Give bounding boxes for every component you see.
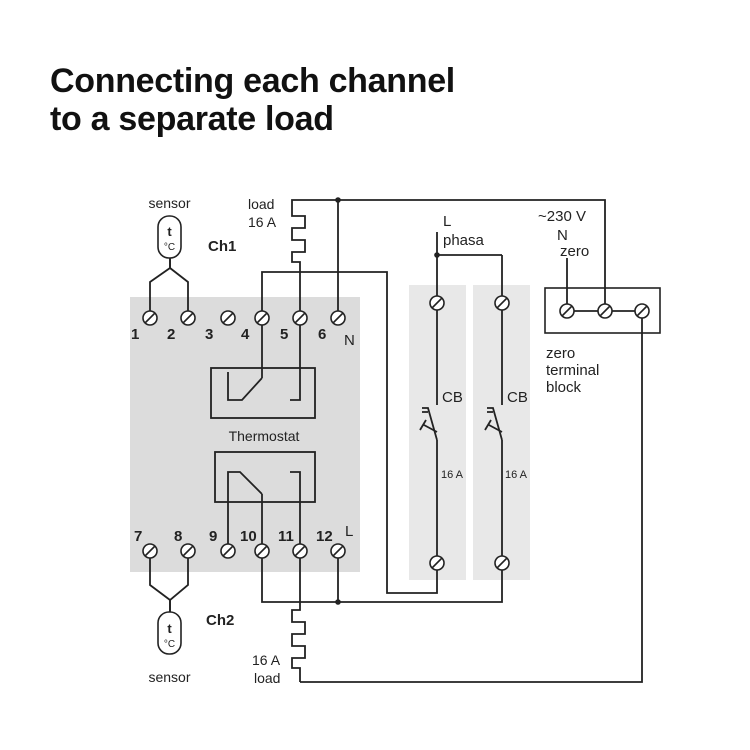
- terminal-label-7: 7: [134, 528, 142, 545]
- zero-block-label-line-2: terminal: [546, 362, 599, 379]
- relay-ch1-box: [210, 367, 316, 419]
- terminal-7: [142, 543, 158, 559]
- ch2-phase-wire: [261, 551, 503, 603]
- load-top-label: load: [248, 196, 274, 212]
- terminal-label-2: 2: [167, 326, 175, 343]
- terminal-2: [180, 310, 196, 326]
- relay-ch2-box: [214, 451, 316, 503]
- breaker-2-switch: [487, 407, 503, 441]
- terminal-label-9: 9: [209, 528, 217, 545]
- phase-letter: L: [443, 213, 451, 230]
- terminal-label-l: L: [345, 523, 353, 540]
- terminal-label-11: 11: [278, 528, 294, 545]
- terminal-8: [180, 543, 196, 559]
- terminal-label-10: 10: [240, 528, 257, 545]
- sensor-top-wire-right: [169, 258, 189, 318]
- phase-name: phasa: [443, 232, 485, 249]
- thermostat-label: Thermostat: [229, 428, 300, 444]
- relay-ch1-contact: [227, 372, 263, 401]
- supply-voltage: ~230 V: [538, 208, 586, 225]
- breaker-1-switch: [422, 407, 438, 441]
- terminal-label-8: 8: [174, 528, 182, 545]
- terminal-5: [292, 310, 308, 326]
- terminal-label-n: N: [344, 332, 355, 349]
- terminal-label-4: 4: [241, 326, 250, 343]
- load-top-coil: [291, 199, 306, 318]
- zero-block-terminal-1: [559, 303, 575, 319]
- load-top-rating: 16 A: [248, 214, 277, 230]
- terminal-12: [330, 543, 346, 559]
- terminal-6: [330, 310, 346, 326]
- relay-ch1-lead-5: [290, 318, 301, 401]
- sensor-bottom-label: sensor: [148, 669, 190, 685]
- breaker-2-top-terminal: [494, 295, 510, 311]
- title-line-1: Connecting each channel: [50, 62, 455, 100]
- junction-dot: [434, 252, 440, 258]
- breaker-1-top-terminal: [429, 295, 445, 311]
- junction-dot: [335, 599, 341, 605]
- load-bottom-coil: [291, 551, 306, 682]
- title-line-2: to a separate load: [50, 100, 334, 138]
- terminal-9: [220, 543, 236, 559]
- page-title: Connecting each channel to a separate lo…: [50, 62, 455, 138]
- channel-1-label: Ch1: [208, 238, 236, 255]
- breaker-1-bottom-terminal: [429, 555, 445, 571]
- terminal-label-6: 6: [318, 326, 326, 343]
- terminal-11: [292, 543, 308, 559]
- sensor-bottom-t: t: [167, 621, 172, 636]
- load-bottom-rating: 16 A: [252, 652, 281, 668]
- terminal-label-5: 5: [280, 326, 288, 343]
- neutral-name: zero: [560, 243, 589, 260]
- neutral-return-wire: [300, 318, 643, 683]
- thermostat-housing: [130, 297, 360, 572]
- breaker-1-trip: [419, 419, 438, 433]
- breaker-1-label: CB: [442, 389, 463, 406]
- sensor-top-icon: [157, 215, 182, 259]
- breaker-2-bottom-terminal: [494, 555, 510, 571]
- neutral-letter: N: [557, 227, 568, 244]
- terminal-10: [254, 543, 270, 559]
- sensor-top-label: sensor: [148, 195, 190, 211]
- terminal-label-12: 12: [316, 528, 333, 545]
- sensor-top-t: t: [167, 224, 172, 239]
- relay-ch2-lead-11: [290, 471, 301, 551]
- zero-block-label-line-1: zero: [546, 345, 575, 362]
- load-bottom-label: load: [254, 670, 280, 686]
- breaker-2-trip: [484, 419, 503, 433]
- channel-2-label: Ch2: [206, 612, 234, 629]
- neutral-bus-top: [300, 199, 606, 318]
- terminal-1: [142, 310, 158, 326]
- terminal-4: [254, 310, 270, 326]
- zero-block-label-line-3: block: [546, 379, 582, 396]
- sensor-bottom-unit: °C: [164, 639, 175, 650]
- terminal-label-1: 1: [131, 326, 139, 343]
- zero-block-terminal-2: [597, 303, 613, 319]
- sensor-bottom-wire-right: [169, 551, 189, 612]
- sensor-bottom-icon: [157, 611, 182, 655]
- breaker-2-rating: 16 A: [505, 469, 528, 481]
- ch1-phase-wire: [261, 271, 438, 594]
- terminal-label-3: 3: [205, 326, 213, 343]
- sensor-top-unit: °C: [164, 242, 175, 253]
- relay-ch2-contact: [227, 471, 263, 551]
- breaker-1-rating: 16 A: [441, 469, 464, 481]
- zero-block-terminal-3: [634, 303, 650, 319]
- breaker-2-label: CB: [507, 389, 528, 406]
- junction-dot: [335, 197, 341, 203]
- terminal-3: [220, 310, 236, 326]
